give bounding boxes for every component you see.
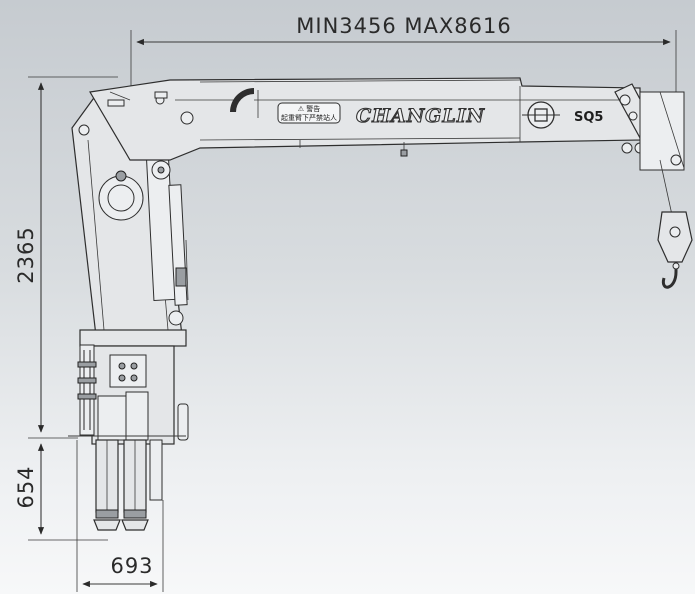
angle-indicator-icon — [230, 88, 259, 118]
reach-range-label: MIN3456 MAX8616 — [296, 14, 511, 38]
main-boom — [89, 77, 646, 161]
warning-plate: ⚠ 警告 起重臂下严禁站人 — [277, 102, 341, 124]
dimension-base-width: 693 — [76, 440, 164, 592]
dimension-reach: MIN3456 MAX8616 — [130, 14, 677, 290]
control-valve-bank — [77, 344, 97, 436]
model-label: SQ5 — [574, 110, 603, 125]
base-width-label: 693 — [110, 554, 153, 578]
height-top-label: 2365 — [14, 226, 38, 283]
outrigger-legs — [93, 439, 163, 531]
boom-decals: ⚠ 警告 起重臂下严禁站人 CHANGLIN SQ5 — [230, 88, 603, 129]
crane-base — [68, 329, 189, 445]
warning-title: ⚠ 警告 — [298, 104, 321, 113]
boom-tip — [614, 83, 685, 216]
luffing-cylinder — [145, 149, 189, 326]
height-bottom-label: 654 — [14, 465, 38, 508]
dimension-height-bottom: 654 — [14, 443, 108, 541]
dimension-height-top: 2365 — [14, 76, 118, 439]
brand-logo: CHANGLIN — [356, 105, 485, 127]
crane: ⚠ 警告 起重臂下严禁站人 CHANGLIN SQ5 — [68, 77, 693, 531]
hook-block — [657, 211, 693, 289]
brand-emblem-icon — [522, 101, 560, 129]
warning-text: 起重臂下严禁站人 — [281, 113, 337, 122]
